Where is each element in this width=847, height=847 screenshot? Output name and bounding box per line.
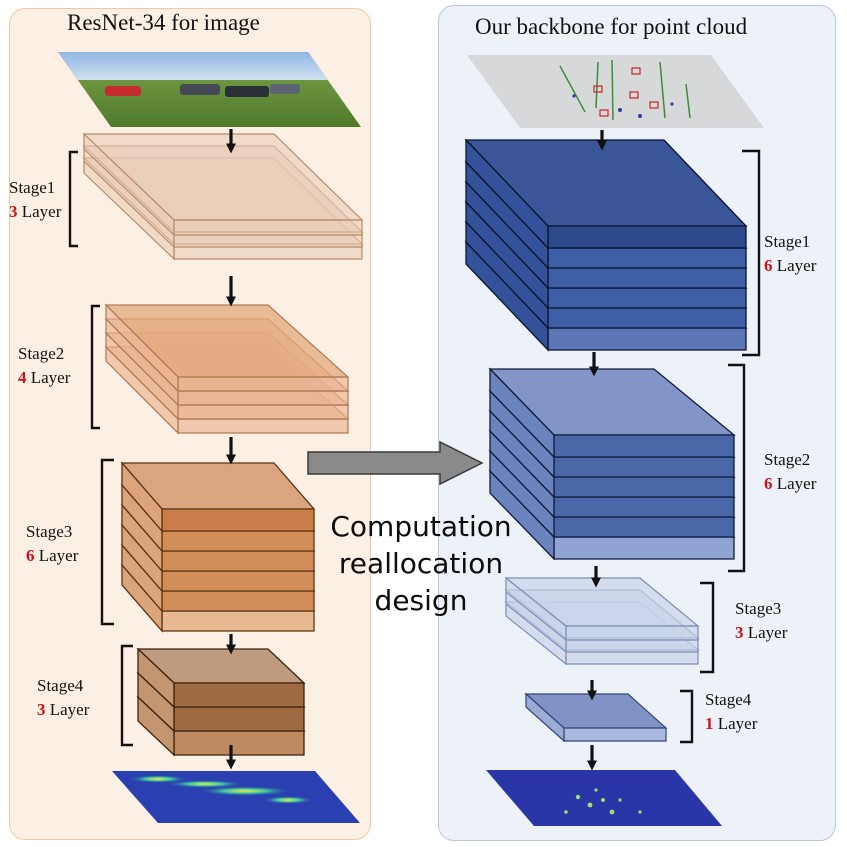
layer-unit: Layer	[49, 700, 90, 719]
caption-line: design	[374, 584, 468, 617]
layer-unit: Layer	[776, 474, 817, 493]
layer-plate	[504, 576, 700, 642]
bracket-image-stage1	[68, 150, 78, 248]
input-image	[58, 52, 361, 127]
image-stage3-layers	[120, 461, 316, 633]
layer-count: 6	[764, 256, 773, 275]
stage-name: Stage1	[9, 178, 56, 197]
reallocation-caption: Computation reallocation design	[318, 508, 524, 619]
point-cloud-stage4-label: Stage4 1 Layer	[705, 688, 757, 736]
layer-unit: Layer	[776, 256, 817, 275]
image-stage3-label: Stage3 6 Layer	[26, 520, 78, 568]
point-cloud-stage3-layers	[504, 576, 700, 666]
layer-count: 4	[18, 368, 27, 387]
image-stage4-layers	[136, 647, 306, 757]
bracket-pc-stage1	[742, 149, 761, 357]
stage-name: Stage2	[18, 344, 65, 363]
layer-count: 3	[37, 700, 46, 719]
bracket-image-stage4	[120, 644, 133, 747]
stage-name: Stage4	[37, 676, 84, 695]
image-stage1-label: Stage1 3 Layer	[9, 176, 61, 224]
point-cloud-stage3-label: Stage3 3 Layer	[735, 597, 787, 645]
layer-plate	[136, 647, 306, 709]
stage-name: Stage3	[26, 522, 73, 541]
stage-name: Stage2	[764, 450, 811, 469]
layer-unit: Layer	[21, 202, 62, 221]
layer-plate	[488, 367, 736, 459]
image-stage1-layers	[82, 132, 364, 261]
layer-count: 1	[705, 714, 714, 733]
input-point-cloud	[467, 55, 764, 128]
layer-unit: Layer	[717, 714, 758, 733]
image-stage2-layers	[104, 303, 350, 435]
point-cloud-stage2-label: Stage2 6 Layer	[764, 448, 816, 496]
stage-name: Stage3	[735, 599, 782, 618]
reallocation-arrow	[307, 440, 484, 486]
caption-line: reallocation	[338, 547, 504, 580]
image-feature-map	[112, 771, 360, 823]
layer-count: 6	[26, 546, 35, 565]
layer-count: 3	[735, 623, 744, 642]
point-cloud-stage4-layers	[524, 692, 668, 743]
layer-count: 6	[764, 474, 773, 493]
bracket-pc-stage2	[728, 363, 746, 573]
layer-plate	[120, 461, 316, 533]
layer-unit: Layer	[38, 546, 79, 565]
layer-unit: Layer	[747, 623, 788, 642]
layer-unit: Layer	[30, 368, 71, 387]
image-backbone-title: ResNet-34 for image	[67, 10, 260, 35]
bracket-image-stage3	[100, 458, 114, 626]
point-cloud-stage1-label: Stage1 6 Layer	[764, 230, 816, 278]
stage-name: Stage1	[764, 232, 811, 251]
point-cloud-backbone-title: Our backbone for point cloud	[475, 14, 748, 39]
bracket-pc-stage4	[680, 689, 694, 744]
point-cloud-feature-map	[486, 770, 722, 826]
image-stage2-label: Stage2 4 Layer	[18, 342, 70, 390]
layer-plate	[524, 692, 668, 743]
layer-count: 3	[9, 202, 18, 221]
layer-plate	[464, 138, 748, 250]
point-cloud-stage2-layers	[488, 367, 736, 561]
bracket-image-stage2	[90, 304, 100, 430]
layer-plate	[82, 132, 364, 237]
caption-line: Computation	[330, 510, 512, 543]
image-stage4-label: Stage4 3 Layer	[37, 674, 89, 722]
bracket-pc-stage3	[700, 581, 715, 674]
stage-name: Stage4	[705, 690, 752, 709]
layer-plate	[104, 303, 350, 393]
point-cloud-stage1-layers	[464, 138, 748, 352]
